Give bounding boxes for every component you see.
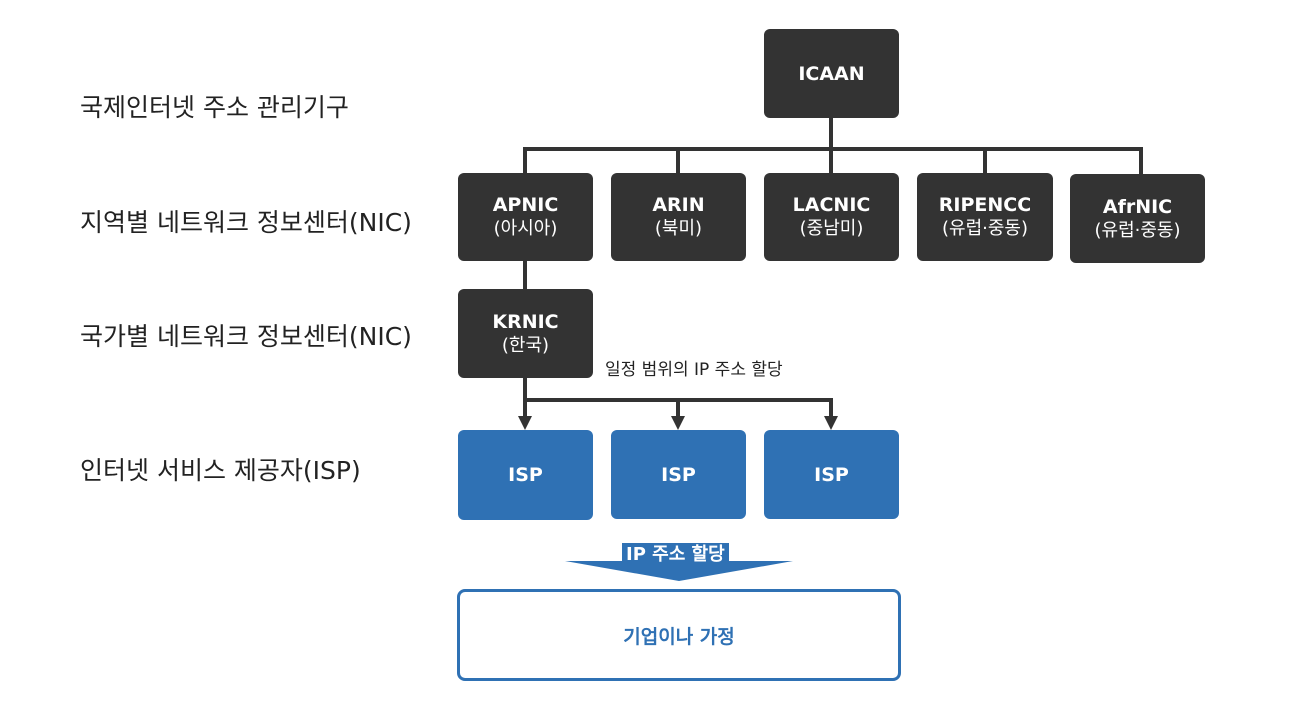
node-isp-1: ISP (458, 430, 593, 520)
level-label-international: 국제인터넷 주소 관리기구 (80, 93, 349, 122)
node-afrnic: AfrNIC (유럽·중동) (1070, 174, 1205, 263)
node-apnic: APNIC (아시아) (458, 173, 593, 261)
node-apnic-name: APNIC (492, 194, 559, 216)
node-ripencc: RIPENCC (유럽·중동) (917, 173, 1053, 261)
node-afrnic-region: (유럽·중동) (1094, 219, 1181, 241)
node-krnic: KRNIC (한국) (458, 289, 593, 378)
node-icaan: ICAAN (764, 29, 899, 118)
node-arin-name: ARIN (652, 194, 705, 216)
node-lacnic-region: (중남미) (799, 218, 864, 239)
node-afrnic-name: AfrNIC (1102, 195, 1173, 218)
node-isp-2: ISP (611, 430, 746, 519)
node-krnic-name: KRNIC (492, 310, 559, 333)
node-end-user: 기업이나 가정 (457, 589, 901, 681)
arrowhead-isp-1 (518, 416, 532, 430)
arrowhead-isp-2 (671, 416, 685, 430)
arrowhead-isp-3 (824, 416, 838, 430)
node-isp-2-label: ISP (661, 463, 696, 486)
node-arin: ARIN (북미) (611, 173, 746, 261)
node-krnic-region: (한국) (501, 334, 550, 356)
node-isp-3-label: ISP (814, 463, 849, 486)
node-isp-1-label: ISP (508, 464, 543, 486)
range-allocation-note: 일정 범위의 IP 주소 할당 (605, 360, 783, 380)
ip-allocation-label: IP 주소 할당 (622, 543, 729, 567)
node-end-user-label: 기업이나 가정 (623, 625, 735, 648)
node-lacnic-name: LACNIC (792, 194, 871, 216)
node-apnic-region: (아시아) (493, 218, 558, 239)
node-lacnic: LACNIC (중남미) (764, 173, 899, 261)
level-label-isp: 인터넷 서비스 제공자(ISP) (80, 456, 361, 485)
node-icaan-label: ICAAN (798, 62, 865, 85)
level-label-national: 국가별 네트워크 정보센터(NIC) (80, 322, 412, 351)
node-isp-3: ISP (764, 430, 899, 519)
node-ripencc-region: (유럽·중동) (941, 218, 1028, 239)
node-arin-region: (북미) (654, 218, 703, 239)
node-ripencc-name: RIPENCC (938, 194, 1032, 216)
level-label-regional: 지역별 네트워크 정보센터(NIC) (80, 208, 412, 237)
